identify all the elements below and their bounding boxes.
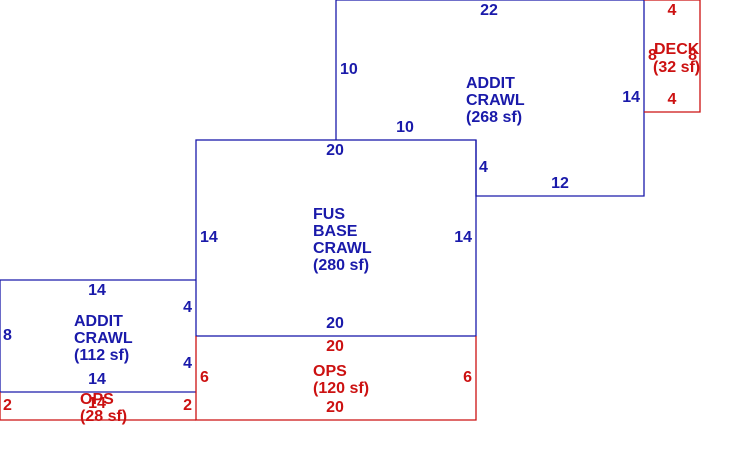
dim-addit-lower-right-lower: 4 — [183, 355, 192, 372]
addit-crawl-lower-outline — [0, 279, 196, 393]
dim-deck-left: 8 — [648, 47, 657, 64]
ops-main-outline — [195, 336, 477, 421]
dim-addit-upper-step-top: 10 — [396, 119, 414, 136]
fus-name-line2: BASE — [313, 223, 358, 240]
ops-main-area: (120 sf) — [313, 380, 369, 397]
ops-main: 20 6 6 20 OPS (120 sf) — [200, 338, 472, 416]
addit-upper-area: (268 sf) — [466, 109, 522, 126]
addit-crawl-lower: 14 8 4 4 14 ADDIT CRAWL (112 sf) — [3, 282, 192, 388]
addit-upper-name-line1: ADDIT — [466, 75, 515, 92]
dim-addit-upper-step-side: 4 — [479, 159, 488, 176]
addit-upper-name-line2: CRAWL — [466, 92, 525, 109]
fus-base-crawl-outline — [195, 139, 477, 337]
dim-fus-bottom: 20 — [326, 315, 344, 332]
dim-ops-main-right: 6 — [463, 369, 472, 386]
ops-small: 2 2 14 OPS (28 sf) — [3, 391, 192, 425]
dim-ops-small-top: 14 — [88, 395, 106, 412]
dim-deck-right: 8 — [688, 47, 697, 64]
deck-area: (32 sf) — [653, 59, 700, 76]
dim-ops-main-bottom: 20 — [326, 399, 344, 416]
dim-addit-lower-top: 14 — [88, 282, 106, 299]
ops-small-area: (28 sf) — [80, 408, 127, 425]
dim-addit-upper-bottom: 12 — [551, 175, 569, 192]
dim-ops-small-left: 2 — [3, 397, 12, 414]
dim-fus-left: 14 — [200, 229, 218, 246]
deck-outline — [644, 0, 701, 113]
dim-addit-lower-left: 8 — [3, 327, 12, 344]
addit-lower-name-line2: CRAWL — [74, 330, 133, 347]
dim-addit-lower-right-upper: 4 — [183, 299, 192, 316]
deck-name: DECK — [654, 41, 700, 58]
ops-small-outline — [0, 392, 196, 421]
addit-crawl-upper: 22 10 14 10 4 12 ADDIT CRAWL (268 sf) — [340, 2, 640, 192]
dim-addit-upper-top: 22 — [480, 2, 498, 19]
dim-ops-main-top: 20 — [326, 338, 344, 355]
dim-addit-upper-left: 10 — [340, 61, 358, 78]
dim-deck-bottom: 4 — [668, 91, 677, 108]
dim-addit-upper-right: 14 — [622, 89, 640, 106]
dim-fus-top: 20 — [326, 142, 344, 159]
addit-lower-name-line1: ADDIT — [74, 313, 123, 330]
dim-ops-small-right: 2 — [183, 397, 192, 414]
ops-small-name: OPS — [80, 391, 114, 408]
dim-fus-right: 14 — [454, 229, 472, 246]
dim-addit-lower-bottom: 14 — [88, 371, 106, 388]
structure-outlines — [0, 0, 645, 393]
fus-base-crawl: 20 14 14 20 FUS BASE CRAWL (280 sf) — [200, 142, 472, 332]
fus-name-line3: CRAWL — [313, 240, 372, 257]
deck: 4 8 8 4 DECK (32 sf) — [648, 2, 700, 108]
dim-ops-main-left: 6 — [200, 369, 209, 386]
fus-name-line1: FUS — [313, 206, 345, 223]
addit-lower-area: (112 sf) — [74, 347, 129, 364]
dim-deck-top: 4 — [668, 2, 677, 19]
ops-main-name: OPS — [313, 363, 347, 380]
fus-area: (280 sf) — [313, 257, 369, 274]
porch-outlines — [0, 0, 701, 421]
